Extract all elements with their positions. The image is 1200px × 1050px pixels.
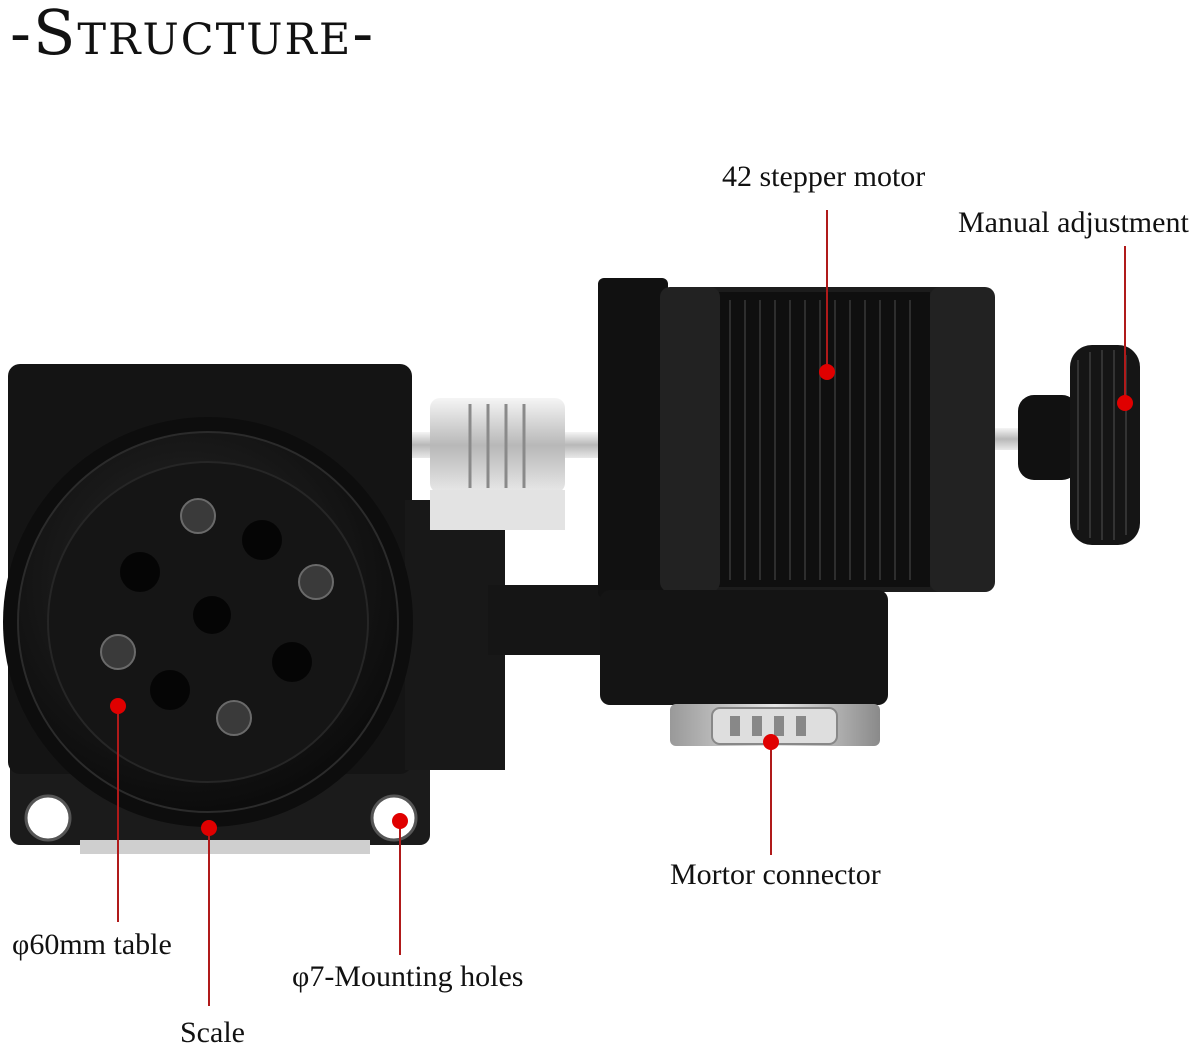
leader-lines: [117, 210, 1126, 1006]
mounting-holes-dot: [392, 813, 408, 829]
label-mounting-holes: φ7-Mounting holes: [292, 960, 524, 993]
rotary-table: [3, 417, 413, 827]
page-title: -Structure-: [10, 0, 376, 69]
label-manual-adjustment: Manual adjustment: [958, 206, 1189, 239]
motor-bracket: [598, 278, 668, 598]
label-scale: Scale: [180, 1016, 245, 1049]
stepper-motor: [660, 287, 995, 592]
stepper-motor-dot: [819, 364, 835, 380]
scale-dot: [201, 820, 217, 836]
label-motor-connector: Mortor connector: [670, 858, 881, 891]
table-dot: [110, 698, 126, 714]
label-table: φ60mm table: [12, 928, 172, 961]
manual-adjustment-knob: [995, 345, 1140, 545]
label-stepper-motor: 42 stepper motor: [722, 160, 926, 193]
connector-housing: [600, 590, 888, 746]
manual-adjustment-dot: [1117, 395, 1133, 411]
shaft-coupling: [412, 398, 612, 530]
motor-connector-dot: [763, 734, 779, 750]
